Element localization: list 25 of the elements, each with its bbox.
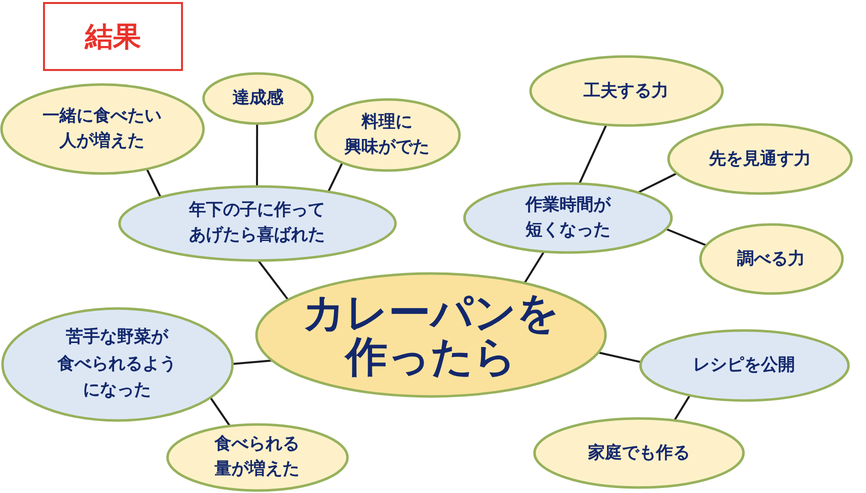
connector-line <box>598 352 641 363</box>
idea-ellipse: 先を見通す力 <box>667 123 853 195</box>
connector-line <box>637 172 678 194</box>
idea-ellipse: 調べる力 <box>698 223 844 295</box>
connector-line <box>524 251 545 284</box>
idea-ellipse: 料理に興味がでた <box>314 98 460 172</box>
connector-line <box>328 162 344 192</box>
connector-line <box>146 168 162 198</box>
central-ellipse: カレーパンを作ったら <box>255 272 607 398</box>
title: 結果 <box>43 2 183 71</box>
connector-line <box>209 396 230 426</box>
connector-line <box>674 394 691 422</box>
branch-ellipse: 苦手な野菜が食べられるようになった <box>0 306 234 422</box>
connector-line <box>257 259 289 300</box>
idea-ellipse: 食べられる量が増えた <box>166 422 348 492</box>
branch-ellipse: レシピを公開 <box>638 328 850 402</box>
idea-ellipse: 工夫する力 <box>528 55 724 127</box>
connector-line <box>666 228 706 246</box>
connector-line <box>256 123 258 186</box>
connector-line <box>232 360 272 365</box>
connector-line <box>578 124 608 184</box>
idea-ellipse: 家庭でも作る <box>533 417 745 489</box>
branch-ellipse: 年下の子に作ってあげたら喜ばれた <box>118 184 396 262</box>
branch-ellipse: 作業時間が短くなった <box>463 182 673 254</box>
idea-ellipse: 達成感 <box>202 72 314 124</box>
